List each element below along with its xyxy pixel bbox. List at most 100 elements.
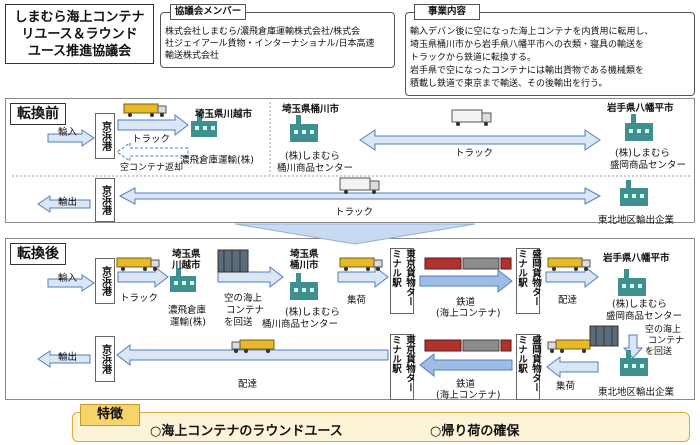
factory-icon: [191, 113, 217, 137]
after-collect-label: 集荷: [347, 295, 367, 306]
after-delivery-label-2: 配達: [238, 379, 258, 390]
before-truck-label-2: トラック: [455, 148, 494, 159]
before-import-label: 輸入: [58, 127, 78, 138]
after-truck-label: トラック: [120, 293, 159, 304]
after-collect-return-arrow: [546, 355, 599, 379]
business-box: 輸入デバン後に空になった海上コンテナを内貨用に転用し、 埼玉県桶川市から岩手県八…: [405, 12, 695, 96]
before-shimamura-morioka-2: 盛岡商品センター: [610, 160, 687, 171]
before-truck-label: トラック: [132, 134, 171, 145]
after-empty-ship-3: を回送: [224, 317, 253, 328]
after-okegawa-2: 桶川市: [290, 260, 319, 271]
after-rail-label-4: (海上コンテナ): [436, 390, 501, 401]
after-delivery-label: 配達: [558, 295, 578, 306]
before-truck-double-arrow: [359, 129, 601, 151]
factory-icon: [290, 273, 318, 300]
after-rail-arrow-north: [419, 268, 513, 294]
after-shimamura-morioka-1: (株)しまむら: [612, 299, 667, 310]
before-shimamura-okegawa-2: 桶川商品センター: [277, 163, 354, 174]
business-text-1: 輸入デバン後に空になった海上コンテナを内貨用に転用し、: [410, 27, 654, 37]
after-truck-arrow-1: [117, 265, 169, 289]
features-label: 特徴: [80, 404, 140, 426]
freight-train-icon: [424, 339, 512, 352]
after-kawagoe-2: 川越市: [172, 260, 201, 271]
after-shimamura-okegawa-2: 桶川商品センター: [262, 319, 339, 330]
after-empty-ship-2: コンテナ: [226, 305, 265, 316]
after-shimamura-okegawa-1: (株)しまむら: [285, 307, 340, 318]
factory-icon: [620, 350, 648, 376]
business-label: 事業内容: [414, 4, 480, 20]
before-kawagoe-label: 埼玉県川越市: [195, 109, 253, 120]
truck-icon: [339, 177, 380, 194]
members-text-3: 輸送株式会社: [165, 51, 220, 61]
feature-item-2: ○帰り荷の確保: [430, 424, 520, 439]
after-hachimantai-label: 岩手県八幡平市: [603, 253, 670, 264]
after-morioka-terminal-2: 盛岡貨物ターミナル駅: [516, 334, 541, 400]
after-tohoku-export-label: 東北地区輸出企業: [598, 387, 675, 398]
after-keihin-port-export: 京浜港: [95, 336, 115, 382]
after-collect-arrow: [337, 265, 389, 289]
factory-icon: [170, 268, 196, 292]
truck-icon: [547, 257, 591, 271]
truck-icon: [451, 109, 492, 126]
before-export-label: 輸出: [58, 197, 78, 208]
truck-icon: [123, 103, 167, 117]
after-nohi-1: 濃飛倉庫: [168, 305, 207, 316]
council-title-line2: リユース＆ラウンド: [21, 27, 138, 42]
transition-arrow: [234, 223, 476, 245]
before-panel: [5, 98, 695, 223]
after-nohi-2: 運輸(株): [170, 317, 206, 328]
truck-icon: [231, 339, 275, 353]
business-text-4: 岩手県で空になったコンテナには輸出貨物である機械類を: [410, 66, 644, 76]
after-okegawa-1: 埼玉県: [290, 249, 319, 260]
after-empty-ship2-2: コンテナ: [648, 336, 685, 346]
after-empty-ship2-1: 空の海上: [645, 325, 682, 335]
features-box: [72, 412, 690, 442]
factory-icon: [290, 115, 318, 142]
before-empty-return-label: 空コンテナ返却: [120, 163, 184, 173]
after-collect-label-2: 集荷: [556, 381, 576, 392]
before-shimamura-morioka-1: (株)しまむら: [615, 148, 670, 159]
factory-icon: [618, 269, 646, 296]
shipping-container-icon: [217, 249, 249, 273]
after-section-label: 転換後: [10, 243, 66, 265]
truck-icon: [547, 339, 591, 353]
after-rail-label-3: 鉄道: [456, 379, 476, 390]
before-import-arrow: [47, 129, 95, 147]
members-text-1: 株式会社しまむら/濃飛倉庫運輸株式会社/株式会: [165, 27, 361, 37]
after-delivery-arrow: [545, 265, 599, 289]
members-label: 協議会メンバー: [170, 4, 246, 20]
council-title-box: しまむら海上コンテナ リユース＆ラウンド ユース推進協議会: [5, 4, 154, 64]
after-rail-label-1: 鉄道: [456, 297, 476, 308]
after-kawagoe-1: 埼玉県: [172, 249, 201, 260]
business-text-5: 積載し鉄道で東京まで輸送、その後輸出を行う。: [410, 79, 608, 89]
council-title-line3: ユース推進協議会: [27, 44, 132, 59]
factory-icon: [620, 180, 648, 206]
after-delivery-return-arrow: [116, 343, 389, 367]
before-empty-return-arrow: [116, 142, 189, 162]
before-keihin-port: 京浜港: [95, 113, 115, 159]
after-shimamura-morioka-2: 盛岡商品センター: [606, 311, 683, 322]
truck-icon: [116, 257, 160, 271]
freight-train-icon: [424, 257, 512, 270]
after-import-label: 輸入: [58, 273, 78, 284]
before-export-arrow: [37, 195, 91, 213]
business-text-3: トラックから鉄道に転換する。: [410, 53, 537, 63]
after-empty-ship-1: 空の海上: [224, 293, 263, 304]
shipping-container-icon: [589, 325, 619, 347]
before-hachimantai-label: 岩手県八幡平市: [607, 103, 674, 114]
after-rail-arrow-south: [419, 352, 513, 378]
council-title-line1: しまむら海上コンテナ: [14, 10, 145, 25]
after-morioka-terminal: 盛岡貨物ターミナル駅: [516, 248, 541, 314]
feature-item-1: ○海上コンテナのラウンドユース: [150, 424, 343, 439]
before-keihin-port-export: 京浜港: [95, 178, 115, 222]
before-tohoku-export-label: 東北地区輸出企業: [598, 215, 675, 226]
before-okegawa-label: 埼玉県桶川市: [282, 104, 340, 115]
before-shimamura-okegawa-1: (株)しまむら: [285, 151, 340, 162]
before-truck-arrow: [117, 113, 189, 137]
members-text-2: 社ジェイアール貨物・インターナショナル/日本高速: [165, 39, 375, 49]
members-box: 株式会社しまむら/濃飛倉庫運輸株式会社/株式会 社ジェイアール貨物・インターナシ…: [160, 12, 395, 68]
truck-icon: [339, 257, 383, 271]
after-keihin-port: 京浜港: [95, 258, 115, 304]
before-bottom-double-arrow: [118, 187, 602, 205]
